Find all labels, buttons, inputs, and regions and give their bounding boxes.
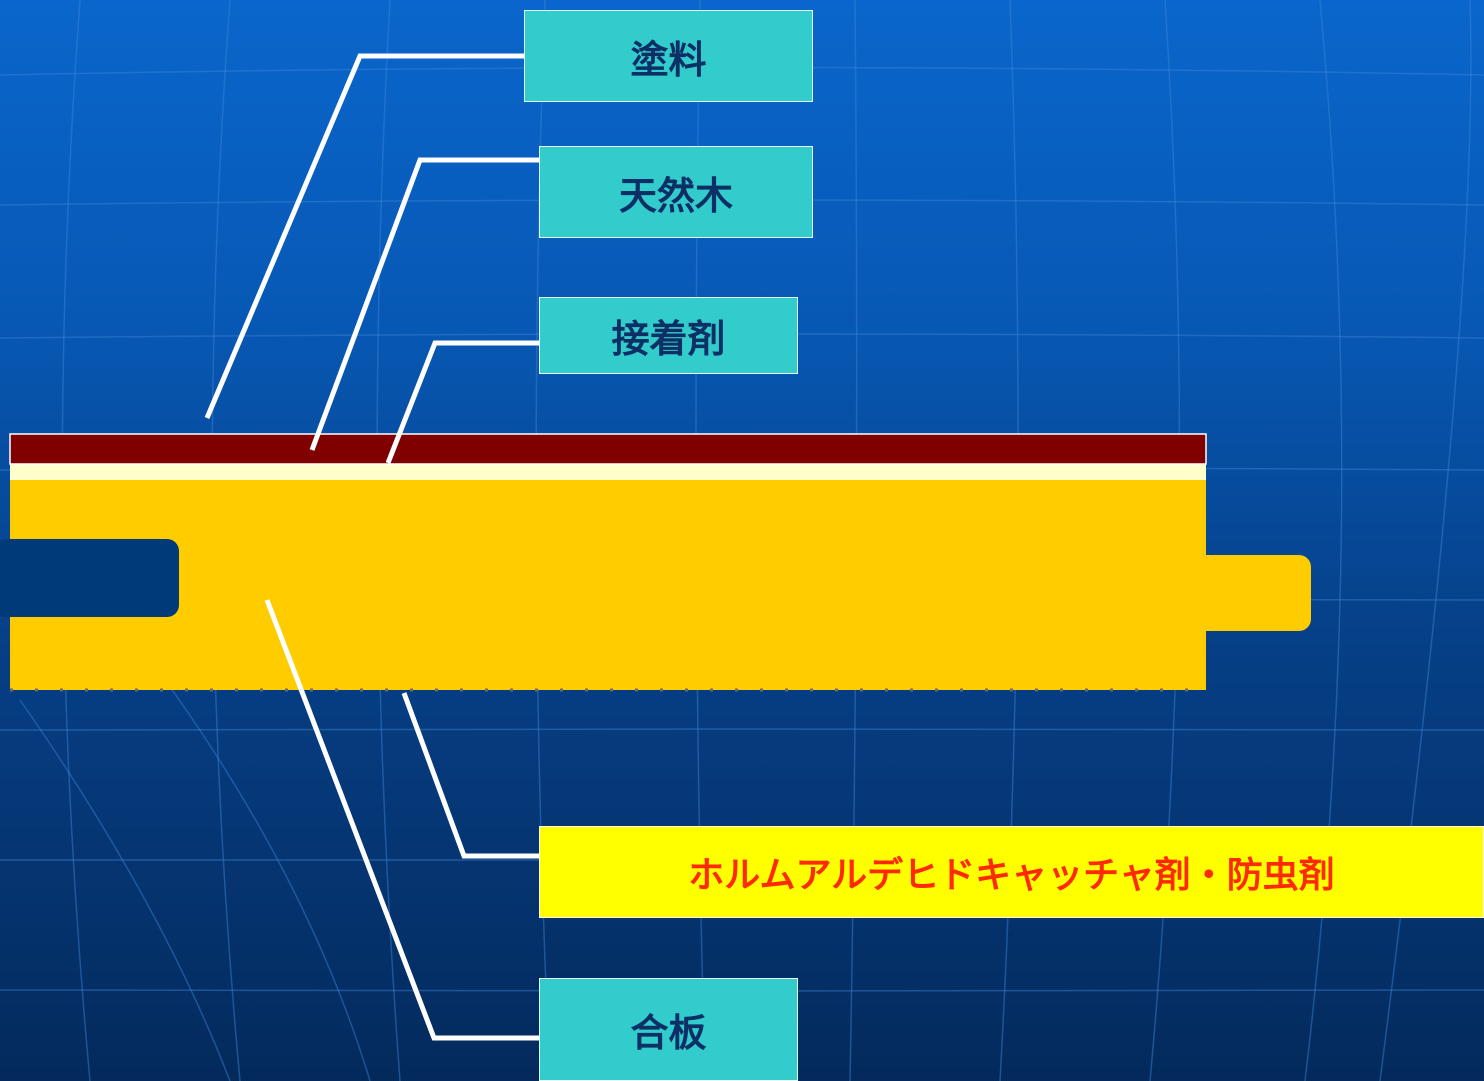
label-catcher: ホルムアルデヒドキャッチャ剤・防虫剤: [539, 826, 1484, 918]
leader-line-catcher: [401, 692, 540, 859]
label-adhesive-text: 接着剤: [611, 317, 726, 361]
label-catcher-text: ホルムアルデヒドキャッチャ剤・防虫剤: [688, 855, 1335, 896]
label-natural-wood: 天然木: [539, 146, 813, 238]
label-natural-wood-text: 天然木: [618, 173, 733, 218]
adhesive-layer: [10, 463, 1206, 480]
leader-line-paint: [204, 53, 525, 419]
leader-line-adhesive: [385, 340, 554, 464]
leader-line-plywood: [264, 599, 540, 1041]
label-plywood-text: 合板: [630, 1011, 707, 1055]
label-paint-text: 塗料: [630, 37, 707, 82]
leader-line-natural-wood: [309, 157, 540, 451]
label-plywood: 合板: [539, 978, 798, 1081]
tongue: [1190, 555, 1311, 631]
label-paint: 塗料: [524, 10, 813, 102]
natural-wood-layer: [9, 433, 1207, 465]
plywood-layer: [10, 480, 1206, 690]
groove: [0, 539, 179, 617]
label-adhesive: 接着剤: [539, 297, 798, 374]
